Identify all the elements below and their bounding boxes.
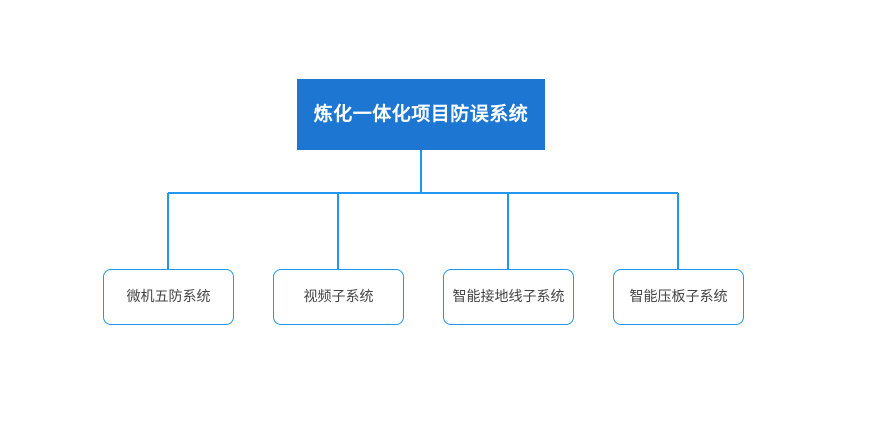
child-node-2[interactable]: 视频子系统 — [273, 269, 404, 325]
child-node-label: 智能接地线子系统 — [452, 288, 565, 305]
child-node-label: 微机五防系统 — [126, 288, 211, 305]
child-node-4[interactable]: 智能压板子系统 — [613, 269, 744, 325]
root-node-label: 炼化一体化项目防误系统 — [313, 103, 529, 125]
child-node-label: 智能压板子系统 — [629, 288, 728, 305]
child-node-3[interactable]: 智能接地线子系统 — [443, 269, 574, 325]
root-node[interactable]: 炼化一体化项目防误系统 — [297, 79, 545, 150]
child-node-1[interactable]: 微机五防系统 — [103, 269, 234, 325]
child-node-label: 视频子系统 — [303, 288, 374, 305]
